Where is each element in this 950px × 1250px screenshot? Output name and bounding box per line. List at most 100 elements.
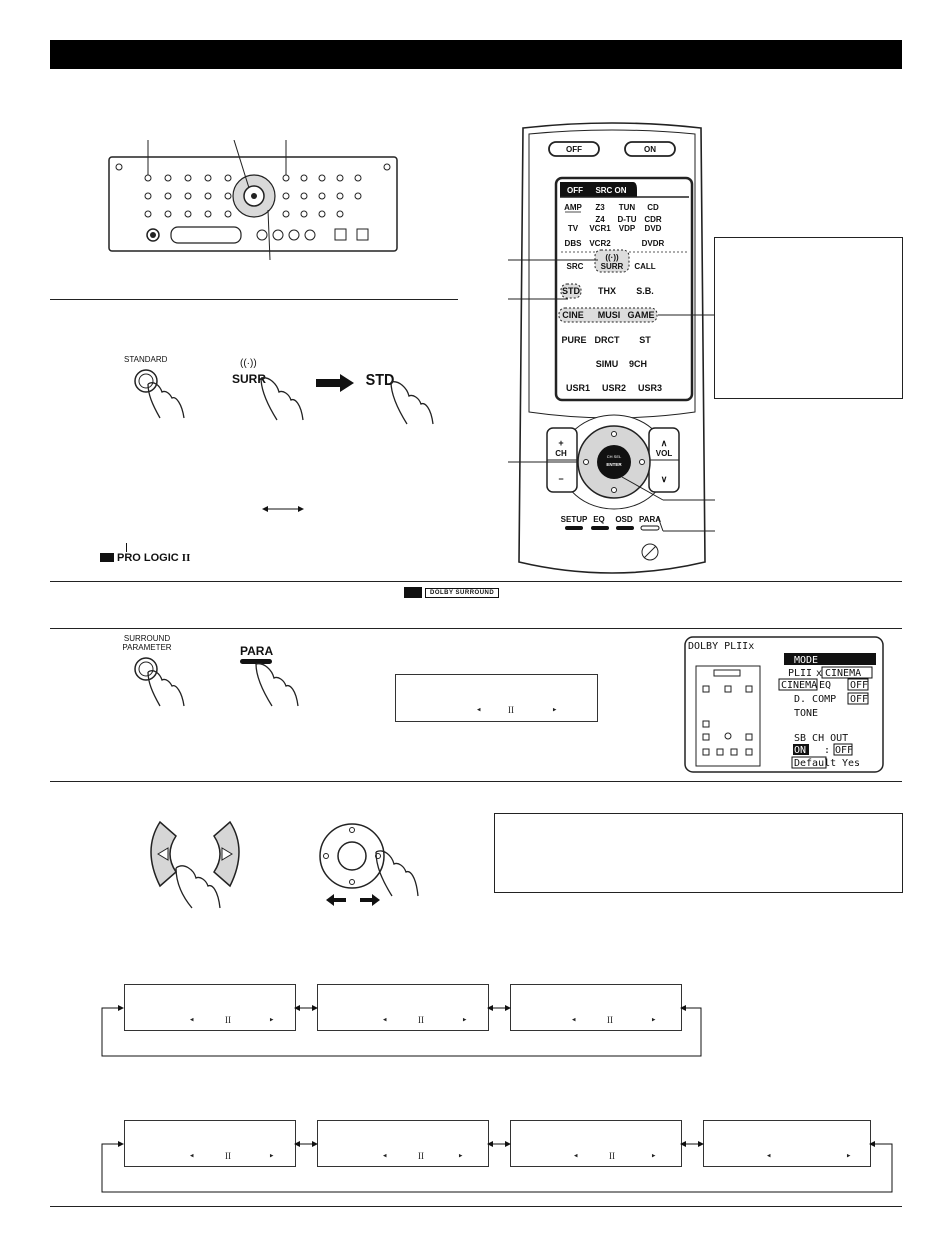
tab-src-on-text: SRC ON <box>595 186 626 195</box>
osd-dcomp-value: OFF <box>850 694 868 705</box>
svg-text:SURR: SURR <box>601 262 624 271</box>
surround-parameter-label: SURROUND PARAMETER <box>122 634 172 652</box>
svg-text:Z3: Z3 <box>595 203 605 212</box>
svg-text:VOL: VOL <box>656 449 673 458</box>
svg-text:PURE: PURE <box>561 335 586 345</box>
para-hand-icon <box>255 663 299 707</box>
svg-text:USR3: USR3 <box>638 383 662 393</box>
dolby-dd-icon-2 <box>404 587 422 598</box>
para-label: PARA <box>240 644 274 658</box>
svg-text:D-TU: D-TU <box>617 215 636 224</box>
pro-logic-logo: PRO LOGIC II <box>100 552 190 564</box>
surr-wave-icon: ((·)) <box>240 358 257 369</box>
svg-text:DRCT: DRCT <box>595 335 620 345</box>
svg-text:USR1: USR1 <box>566 383 590 393</box>
title-bar <box>50 40 902 69</box>
standard-button[interactable] <box>130 364 194 420</box>
svg-text:TUN: TUN <box>619 203 636 212</box>
svg-text:DBS: DBS <box>565 239 583 248</box>
surr-label: SURR <box>232 372 267 386</box>
para-button[interactable] <box>240 659 272 664</box>
arrow-right-icon <box>316 374 354 392</box>
osd-eq: EQ <box>819 680 831 691</box>
osd-off-value: OFF <box>835 745 853 756</box>
svg-text:PARA: PARA <box>639 515 661 524</box>
lcd-arrow-left: ◂ <box>476 705 482 715</box>
remote-control: OFF ON OFF SRC ON AMP Z3 TUN CD Z4 D-TU … <box>518 122 706 574</box>
lcd-glyph: II <box>508 705 514 715</box>
remote-leader-lines <box>508 259 715 532</box>
svg-text:ST: ST <box>639 335 651 345</box>
svg-text:SETUP: SETUP <box>561 515 588 524</box>
surr-hand-icon <box>260 377 304 421</box>
svg-text:∧: ∧ <box>661 438 668 448</box>
cycle1-arrows <box>101 1005 702 1057</box>
note-box-remote <box>714 237 903 399</box>
osd-title: DOLBY PLIIx <box>688 641 754 652</box>
svg-text:SRC: SRC <box>567 262 584 271</box>
cycle2-arrows <box>101 1141 893 1193</box>
osd-on-value: ON <box>794 745 806 756</box>
front-panel-diagram <box>108 140 398 260</box>
std-hand-icon <box>390 381 434 425</box>
osd-mode: MODE <box>794 655 818 666</box>
remote-on-text: ON <box>644 145 656 154</box>
svg-text:S.B.: S.B. <box>636 286 654 296</box>
svg-text:USR2: USR2 <box>602 383 626 393</box>
svg-text:STD: STD <box>562 286 581 296</box>
svg-text:VCR1: VCR1 <box>589 224 611 233</box>
osd-eq-value: OFF <box>850 680 868 691</box>
cycle2-display-4: ◂▸ <box>703 1120 871 1167</box>
cycle2-display-2: ◂II▸ <box>317 1120 489 1167</box>
osd-dcomp: D. COMP <box>794 694 836 705</box>
divider-5 <box>50 1206 902 1207</box>
surround-parameter-button[interactable] <box>130 652 194 708</box>
osd-x: x <box>816 668 822 679</box>
svg-text:THX: THX <box>598 286 616 296</box>
svg-text:CDR: CDR <box>644 215 662 224</box>
osd-plii: PLII <box>788 668 812 679</box>
svg-text:DVD: DVD <box>645 224 662 233</box>
divider-1 <box>50 299 458 300</box>
svg-text:VDP: VDP <box>619 224 636 233</box>
cursor-pad-illustration[interactable] <box>318 820 428 910</box>
remote-off-text: OFF <box>566 145 582 154</box>
svg-text:DVDR: DVDR <box>642 239 665 248</box>
svg-text:GAME: GAME <box>628 310 655 320</box>
osd-tone: TONE <box>794 708 818 719</box>
svg-text:ENTER: ENTER <box>606 462 622 467</box>
osd-screen: DOLBY PLIIx MODE PLII x CINEMA CINEMA EQ… <box>684 636 884 773</box>
svg-text:((·)): ((·)) <box>605 253 619 262</box>
cycle2-display-3: ◂II▸ <box>510 1120 682 1167</box>
svg-text:MUSI: MUSI <box>598 310 621 320</box>
cycle1-display-3: ◂II▸ <box>510 984 682 1031</box>
svg-text:CH: CH <box>555 449 567 458</box>
osd-default: Default <box>794 758 836 769</box>
svg-text:VCR2: VCR2 <box>589 239 611 248</box>
standard-label: STANDARD <box>124 355 168 364</box>
osd-yes: Yes <box>842 758 860 769</box>
svg-text:CINE: CINE <box>562 310 584 320</box>
cycle1-display-1: ◂II▸ <box>124 984 296 1031</box>
divider-2 <box>50 581 902 582</box>
note-box <box>494 813 903 893</box>
cycle1-display-2: ◂II▸ <box>317 984 489 1031</box>
svg-text:−: − <box>558 474 563 484</box>
svg-text:CH SEL: CH SEL <box>607 454 622 459</box>
svg-text:Z4: Z4 <box>595 215 605 224</box>
lcd-arrow-right: ▸ <box>552 705 558 715</box>
osd-cinema-tag: CINEMA <box>825 668 861 679</box>
divider-4 <box>50 781 902 782</box>
svg-text:+: + <box>558 438 563 448</box>
osd-colon: : <box>824 745 830 756</box>
osd-sb-ch-out: SB CH OUT <box>794 733 848 744</box>
svg-text:OSD: OSD <box>615 515 633 524</box>
svg-text:9CH: 9CH <box>629 359 647 369</box>
dolby-dd-icon <box>100 553 114 562</box>
pro-logic-tick <box>126 543 127 552</box>
svg-text:TV: TV <box>568 224 579 233</box>
cursor-left-right-buttons[interactable] <box>140 820 250 910</box>
svg-text:AMP: AMP <box>564 203 582 212</box>
lcd-display-main: ◂ II ▸ <box>395 674 598 722</box>
svg-text:CD: CD <box>647 203 659 212</box>
